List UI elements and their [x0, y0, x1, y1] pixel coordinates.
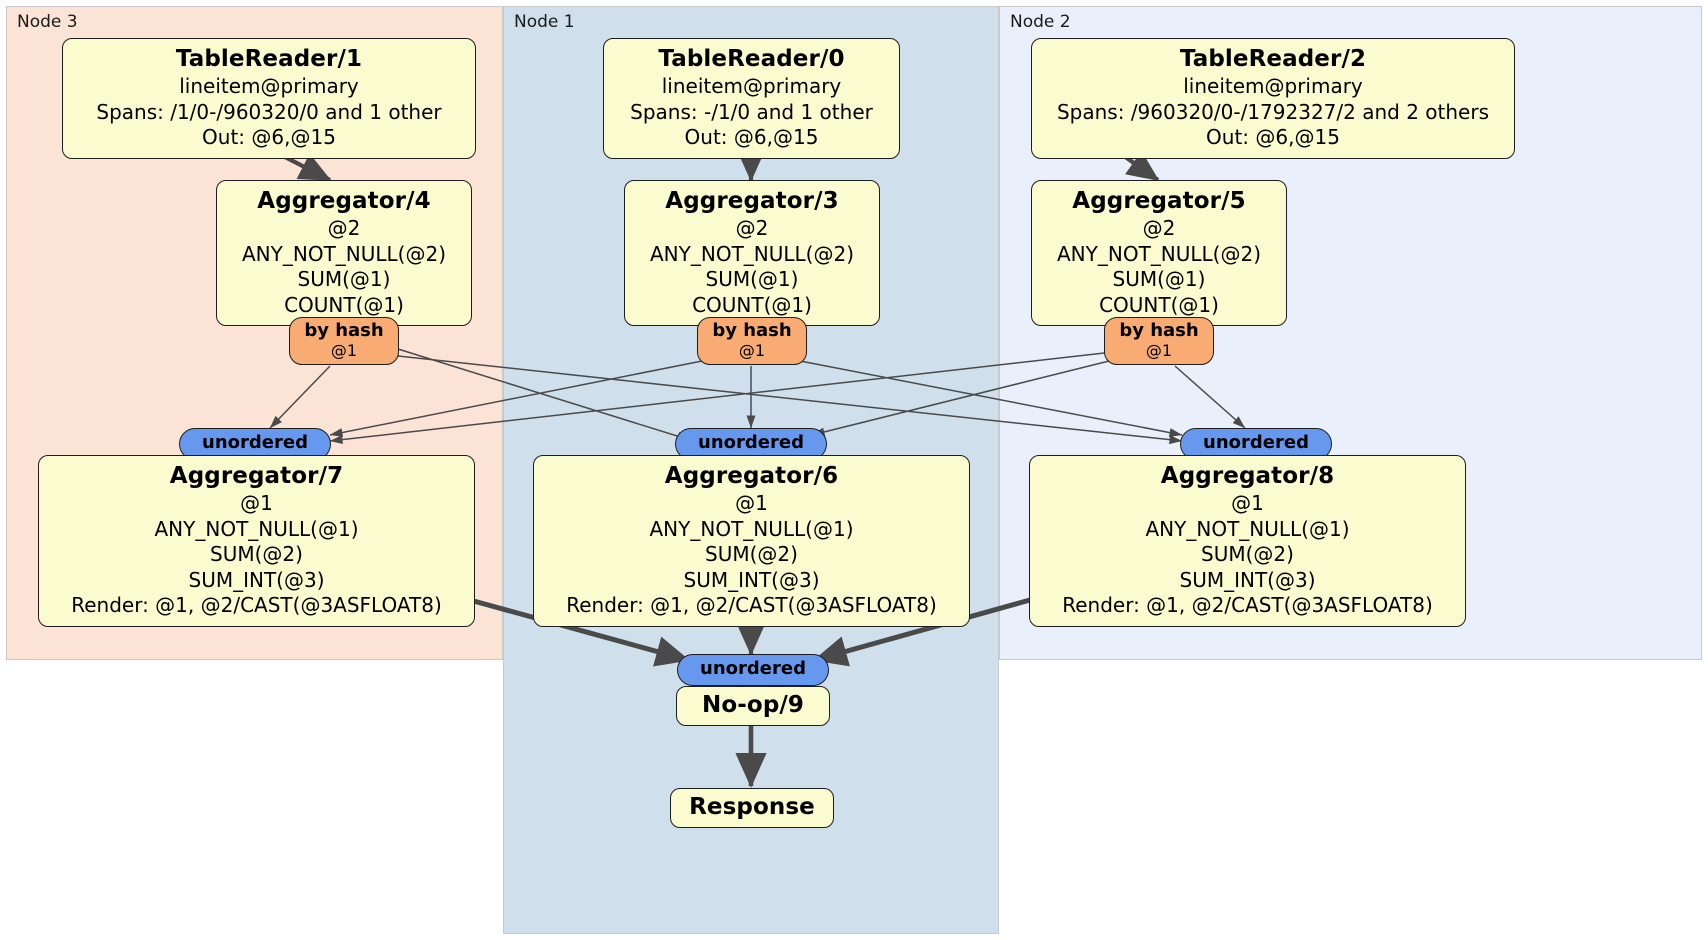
- processor-title: Aggregator/7: [169, 463, 344, 489]
- processor-tablereader0[interactable]: TableReader/0 lineitem@primary Spans: -/…: [603, 38, 900, 159]
- processor-line: SUM(@1): [705, 267, 799, 292]
- processor-aggregator8[interactable]: Aggregator/8 @1 ANY_NOT_NULL(@1) SUM(@2)…: [1029, 455, 1466, 627]
- processor-line: Render: @1, @2/CAST(@3ASFLOAT8): [71, 593, 442, 618]
- processor-line: SUM(@1): [297, 267, 391, 292]
- processor-line: SUM(@1): [1112, 267, 1206, 292]
- processor-line: SUM(@2): [705, 542, 798, 567]
- synchronizer-label: unordered: [700, 658, 806, 679]
- processor-line: SUM_INT(@3): [188, 567, 325, 592]
- processor-line: ANY_NOT_NULL(@1): [154, 516, 359, 541]
- processor-line: SUM(@2): [1201, 542, 1294, 567]
- processor-title: Aggregator/5: [1072, 188, 1246, 214]
- processor-line: Render: @1, @2/CAST(@3ASFLOAT8): [1062, 593, 1433, 618]
- processor-line: Out: @6,@15: [1206, 125, 1340, 150]
- processor-aggregator7[interactable]: Aggregator/7 @1 ANY_NOT_NULL(@1) SUM(@2)…: [38, 455, 475, 627]
- processor-response[interactable]: Response: [670, 788, 834, 828]
- router-label: by hash: [304, 320, 384, 341]
- synchronizer-unordered-mid[interactable]: unordered: [675, 428, 827, 460]
- processor-line: SUM_INT(@3): [683, 567, 820, 592]
- processor-line: lineitem@primary: [661, 73, 842, 98]
- router-hash-left[interactable]: by hash @1: [289, 317, 399, 365]
- node-panel-label-node2: Node 2: [1010, 12, 1071, 32]
- processor-aggregator5[interactable]: Aggregator/5 @2 ANY_NOT_NULL(@2) SUM(@1)…: [1031, 180, 1287, 327]
- processor-line: ANY_NOT_NULL(@2): [242, 241, 446, 266]
- processor-title: Aggregator/6: [664, 463, 839, 489]
- router-sublabel: @1: [330, 340, 358, 360]
- processor-line: ANY_NOT_NULL(@1): [649, 516, 854, 541]
- node-panel-label-node3: Node 3: [17, 12, 78, 32]
- router-hash-right[interactable]: by hash @1: [1104, 317, 1214, 365]
- synchronizer-label: unordered: [698, 432, 804, 453]
- synchronizer-label: unordered: [1203, 432, 1309, 453]
- processor-line: lineitem@primary: [1183, 73, 1363, 98]
- processor-line: SUM_INT(@3): [1179, 567, 1316, 592]
- processor-line: @2: [327, 215, 361, 240]
- processor-title: Response: [689, 794, 815, 820]
- synchronizer-unordered-right[interactable]: unordered: [1180, 428, 1332, 460]
- processor-tablereader1[interactable]: TableReader/1 lineitem@primary Spans: /1…: [62, 38, 476, 159]
- router-label: by hash: [1119, 320, 1199, 341]
- processor-line: Spans: /960320/0-/1792327/2 and 2 others: [1056, 99, 1489, 124]
- processor-line: COUNT(@1): [692, 292, 812, 317]
- processor-line: COUNT(@1): [1099, 292, 1219, 317]
- processor-title: TableReader/1: [175, 46, 363, 72]
- processor-line: Spans: -/1/0 and 1 other: [630, 99, 873, 124]
- processor-line: @2: [1142, 215, 1176, 240]
- processor-line: Render: @1, @2/CAST(@3ASFLOAT8): [566, 593, 937, 618]
- router-sublabel: @1: [1145, 340, 1173, 360]
- processor-line: Out: @6,@15: [684, 125, 819, 150]
- processor-title: Aggregator/8: [1160, 463, 1335, 489]
- processor-aggregator3[interactable]: Aggregator/3 @2 ANY_NOT_NULL(@2) SUM(@1)…: [624, 180, 880, 327]
- processor-line: Spans: /1/0-/960320/0 and 1 other: [96, 99, 442, 124]
- processor-line: @1: [1231, 490, 1264, 515]
- processor-line: SUM(@2): [210, 542, 303, 567]
- processor-line: @1: [240, 490, 273, 515]
- processor-line: ANY_NOT_NULL(@1): [1145, 516, 1350, 541]
- processor-aggregator6[interactable]: Aggregator/6 @1 ANY_NOT_NULL(@1) SUM(@2)…: [533, 455, 970, 627]
- processor-line: @2: [735, 215, 769, 240]
- processor-title: TableReader/2: [1179, 46, 1367, 72]
- processor-line: ANY_NOT_NULL(@2): [650, 241, 854, 266]
- processor-aggregator4[interactable]: Aggregator/4 @2 ANY_NOT_NULL(@2) SUM(@1)…: [216, 180, 472, 327]
- router-sublabel: @1: [738, 340, 766, 360]
- processor-line: ANY_NOT_NULL(@2): [1057, 241, 1261, 266]
- processor-line: @1: [735, 490, 768, 515]
- processor-tablereader2[interactable]: TableReader/2 lineitem@primary Spans: /9…: [1031, 38, 1515, 159]
- synchronizer-unordered-final[interactable]: unordered: [677, 654, 829, 686]
- processor-title: Aggregator/4: [257, 188, 431, 214]
- router-hash-mid[interactable]: by hash @1: [697, 317, 807, 365]
- synchronizer-label: unordered: [202, 432, 308, 453]
- processor-noop9[interactable]: No-op/9: [676, 686, 830, 726]
- processor-line: lineitem@primary: [179, 73, 359, 98]
- processor-title: Aggregator/3: [665, 188, 839, 214]
- processor-line: Out: @6,@15: [202, 125, 336, 150]
- processor-title: No-op/9: [702, 692, 804, 718]
- router-label: by hash: [712, 320, 792, 341]
- node-panel-label-node1: Node 1: [514, 12, 575, 32]
- processor-title: TableReader/0: [658, 46, 845, 72]
- processor-line: COUNT(@1): [284, 292, 404, 317]
